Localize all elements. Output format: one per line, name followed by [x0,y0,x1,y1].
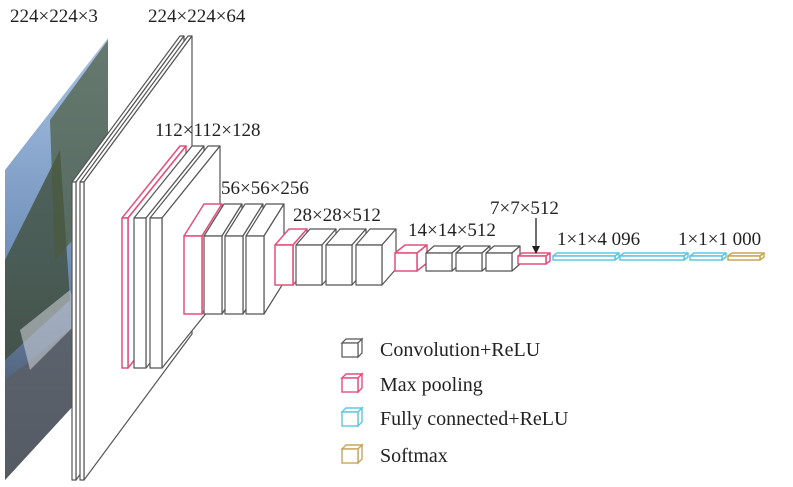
layer-blocks [71,35,765,481]
conv4-dim-label: 28×28×512 [293,205,381,226]
softmax-block [727,252,765,261]
conv5-dim-label: 14×14×512 [408,220,496,241]
conv5-block-2 [455,245,491,272]
conv2-dim-label: 112×112×128 [155,120,261,141]
legend-item-convolution: Convolution+ReLU [340,337,541,361]
fc1-block [552,252,620,261]
legend-label-max-pooling: Max pooling [380,374,483,396]
legend-item-fully-connected: Fully connected+ReLU [340,406,569,430]
legend: Convolution+ReLU Max pooling Fully conne… [340,337,569,467]
conv5-block-1 [425,245,461,272]
legend-label-fully-connected: Fully connected+ReLU [380,408,569,430]
conv3-block-3 [245,203,285,315]
legend-item-max-pooling: Max pooling [340,372,483,396]
softmax-swatch-icon [340,443,364,465]
pool5-dim-label: 7×7×512 [490,198,559,219]
pool5-arrow [532,218,540,254]
conv3-dim-label: 56×56×256 [221,178,309,199]
input-image [5,38,108,480]
fully-connected-swatch-icon [340,406,364,428]
conv4-block-3 [355,228,397,286]
input-dim-label: 224×224×3 [10,6,98,27]
legend-label-softmax: Softmax [380,445,448,467]
fc2-block [619,252,689,261]
softmax-dim-label: 1×1×1 000 [678,229,761,250]
max-pooling-swatch-icon [340,372,364,394]
fc3-block [689,252,727,261]
conv1-dim-label: 224×224×64 [148,6,246,27]
legend-label-convolution: Convolution+ReLU [380,339,541,361]
fc-dim-label: 1×1×4 096 [557,229,640,250]
conv5-block-3 [485,245,521,272]
pool5-block [517,252,551,265]
legend-item-softmax: Softmax [340,443,448,467]
pool4-block [394,244,428,272]
convolution-swatch-icon [340,337,364,359]
